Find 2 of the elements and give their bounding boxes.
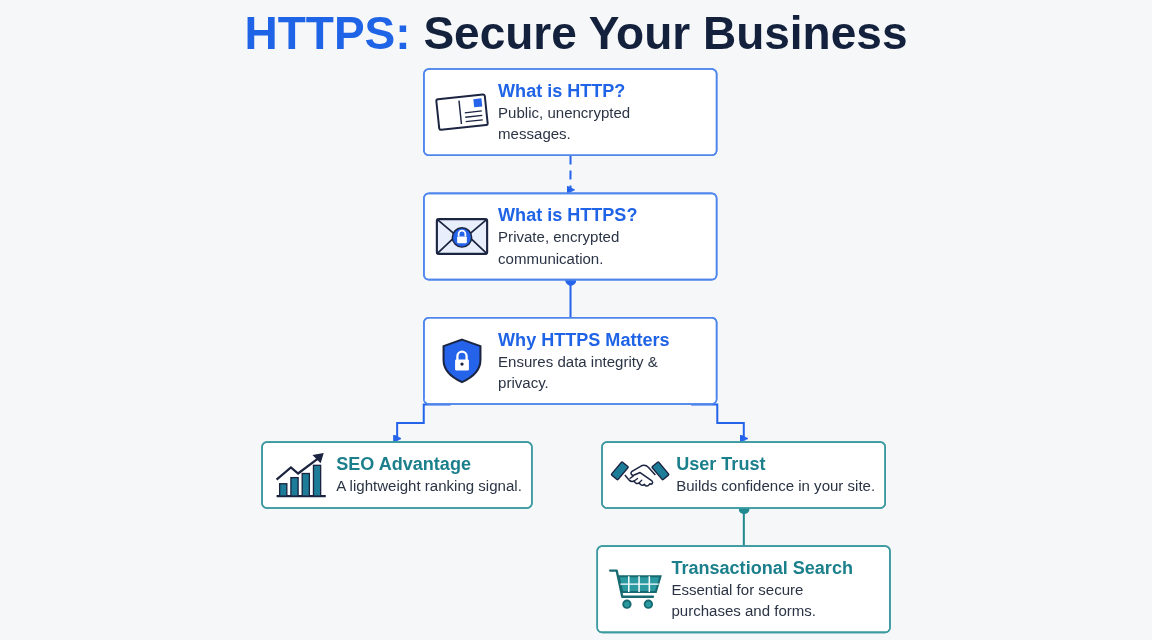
title: HTTPS: Secure Your Business bbox=[244, 8, 908, 59]
arrow bbox=[566, 154, 576, 194]
